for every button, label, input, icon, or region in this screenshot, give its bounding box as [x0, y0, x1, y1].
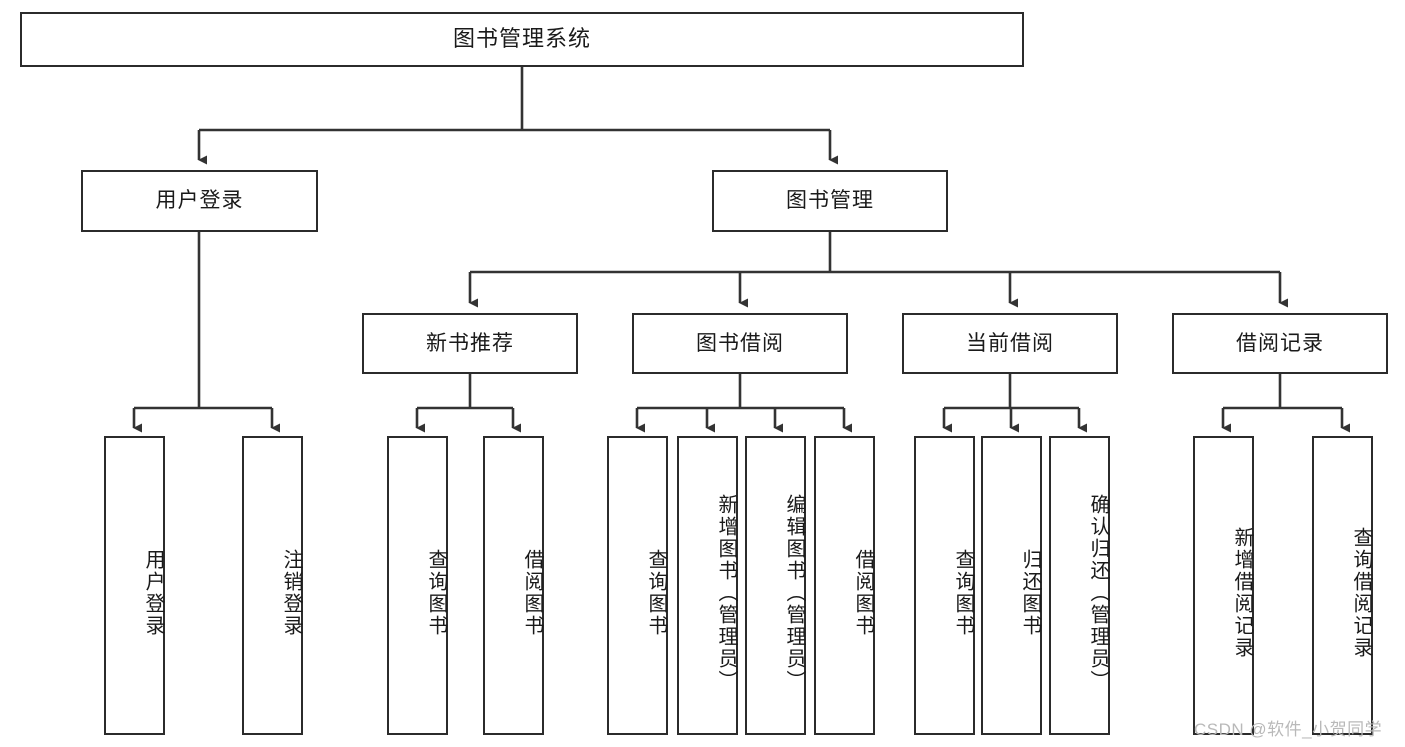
node-label: 查询图书 [645, 548, 667, 637]
node-label: 借阅记录 [1236, 331, 1324, 355]
node-label: 新增借阅记录 [1231, 526, 1253, 659]
leaf-user-login-logout[interactable]: 注销登录 [242, 436, 303, 735]
node-current-borrow[interactable]: 当前借阅 [902, 313, 1118, 374]
edge-group-book-borrow-leaves [635, 374, 852, 433]
leaf-book-borrow-borrow[interactable]: 借阅图书 [814, 436, 875, 735]
node-label: 当前借阅 [966, 331, 1054, 355]
node-label: 新书推荐 [426, 331, 514, 355]
leaf-book-borrow-add[interactable]: 新增图书（管理员） [677, 436, 738, 735]
node-user-login[interactable]: 用户登录 [81, 170, 318, 232]
leaf-new-book-borrow[interactable]: 借阅图书 [483, 436, 544, 735]
leaf-book-borrow-query[interactable]: 查询图书 [607, 436, 668, 735]
node-label: 用户登录 [155, 189, 244, 213]
edge-group-user-login-leaves [132, 232, 280, 433]
node-label: 新增图书（管理员） [715, 493, 737, 692]
edge-group-borrow-record-leaves [1221, 374, 1350, 433]
node-book-management[interactable]: 图书管理 [712, 170, 948, 232]
leaf-borrow-record-query[interactable]: 查询借阅记录 [1312, 436, 1373, 735]
leaf-current-borrow-return[interactable]: 归还图书 [981, 436, 1042, 735]
node-root-book-management-system[interactable]: 图书管理系统 [20, 12, 1024, 67]
node-label: 用户登录 [142, 548, 164, 637]
node-label: 查询图书 [425, 548, 447, 637]
leaf-user-login-login[interactable]: 用户登录 [104, 436, 165, 735]
leaf-new-book-query[interactable]: 查询图书 [387, 436, 448, 735]
csdn-watermark: CSDN @软件_小贺同学 [1194, 720, 1383, 739]
node-borrow-record[interactable]: 借阅记录 [1172, 313, 1388, 374]
node-label: 归还图书 [1019, 548, 1041, 637]
node-book-borrow[interactable]: 图书借阅 [632, 313, 848, 374]
node-label: 确认归还（管理员） [1087, 493, 1109, 692]
leaf-borrow-record-add[interactable]: 新增借阅记录 [1193, 436, 1254, 735]
node-label: 查询借阅记录 [1350, 526, 1372, 659]
leaf-current-borrow-query[interactable]: 查询图书 [914, 436, 975, 735]
node-label: 注销登录 [280, 548, 302, 637]
leaf-book-borrow-edit[interactable]: 编辑图书（管理员） [745, 436, 806, 735]
node-label: 图书管理 [786, 189, 874, 213]
node-label: 查询图书 [952, 548, 974, 637]
edge-group-current-borrow-leaves [942, 374, 1087, 433]
edge-group-root [197, 67, 838, 165]
node-label: 图书借阅 [696, 331, 784, 355]
edge-group-new-book-leaves [415, 374, 521, 433]
node-label: 借阅图书 [521, 548, 543, 637]
node-label: 编辑图书（管理员） [783, 493, 805, 692]
node-new-book-recommend[interactable]: 新书推荐 [362, 313, 578, 374]
node-label: 借阅图书 [852, 548, 874, 637]
leaf-current-borrow-confirm-return[interactable]: 确认归还（管理员） [1049, 436, 1110, 735]
node-label: 图书管理系统 [452, 26, 591, 52]
edge-group-book-management [468, 232, 1288, 308]
